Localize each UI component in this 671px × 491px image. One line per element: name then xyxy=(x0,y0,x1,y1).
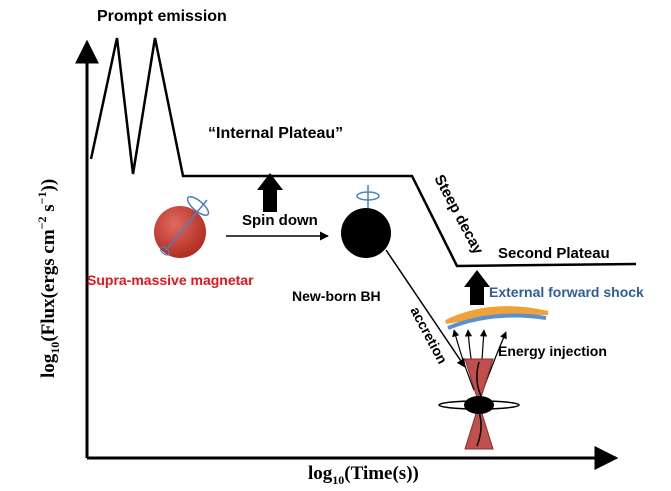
plateau-up-arrow xyxy=(257,173,283,212)
black-hole-label: New-born BH xyxy=(292,288,381,304)
internal-plateau-label: “Internal Plateau” xyxy=(208,125,343,142)
steep-decay-label: Steep decay xyxy=(430,172,486,258)
black-hole-icon xyxy=(341,185,391,258)
shock-shell-icon xyxy=(445,306,549,330)
light-curve xyxy=(89,37,637,268)
x-axis-label: log10(Time(s)) xyxy=(308,463,419,487)
y-axis-label: log10(Flux(ergs cm−2 s−1)) xyxy=(35,179,62,378)
magnetar-label: Supra-massive magnetar xyxy=(87,272,254,288)
second-plateau-up-arrow xyxy=(464,270,490,305)
spin-down-label: Spin down xyxy=(242,212,318,229)
magnetar-icon xyxy=(154,196,210,258)
accretion-arrow xyxy=(385,249,466,368)
second-plateau-label: Second Plateau xyxy=(498,245,610,262)
external-forward-shock-label: External forward shock xyxy=(489,284,644,300)
central-engine-icon xyxy=(438,358,520,450)
prompt-emission-label: Prompt emission xyxy=(97,8,227,25)
energy-injection-label: Energy injection xyxy=(498,343,607,359)
